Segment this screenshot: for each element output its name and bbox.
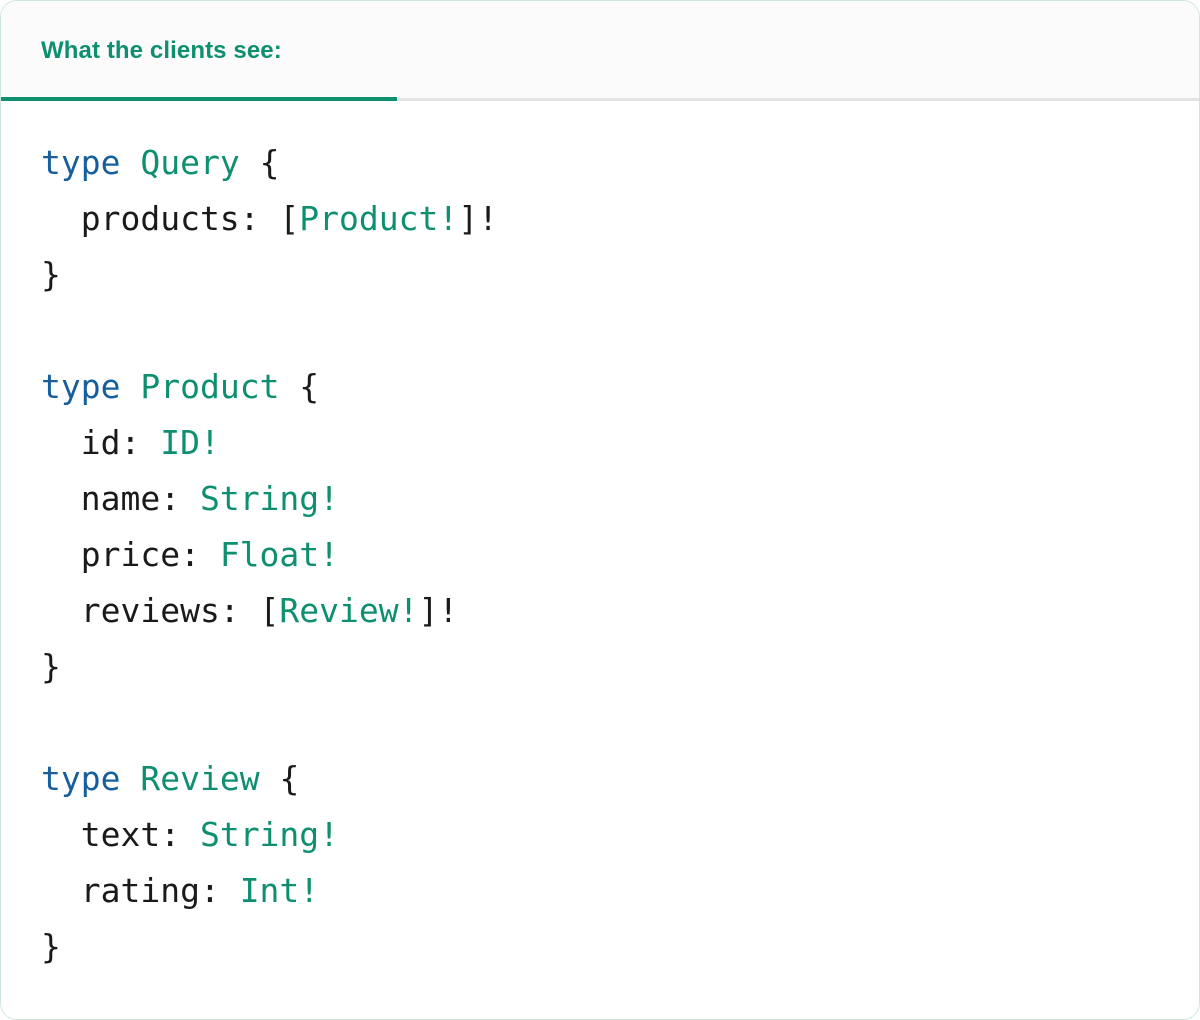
code-line: type Review {: [41, 751, 1199, 807]
code-token: name:: [41, 479, 200, 518]
code-line: type Product {: [41, 359, 1199, 415]
code-token: ]!: [418, 591, 459, 630]
code-token: Product!: [299, 199, 459, 238]
code-token: [120, 367, 140, 406]
code-line: name: String!: [41, 471, 1199, 527]
code-token: Int!: [239, 871, 320, 910]
code-line: type Query {: [41, 135, 1199, 191]
code-token: [120, 759, 140, 798]
code-token: ]!: [458, 199, 498, 238]
code-token: ID!: [160, 423, 220, 462]
code-token: rating:: [41, 871, 240, 910]
code-token: {: [259, 759, 300, 798]
code-line: }: [41, 247, 1199, 303]
code-token: {: [239, 143, 280, 182]
code-token: Review!: [279, 591, 419, 630]
code-token: {: [279, 367, 320, 406]
code-line: [41, 695, 1199, 751]
code-token: text:: [41, 815, 200, 854]
code-line: }: [41, 639, 1199, 695]
code-line: price: Float!: [41, 527, 1199, 583]
code-token: Review: [140, 759, 260, 798]
code-token: price:: [41, 535, 220, 574]
code-line: text: String!: [41, 807, 1199, 863]
code-token: [: [259, 591, 280, 630]
code-line: reviews: [Review!]!: [41, 583, 1199, 639]
code-token: type: [41, 367, 121, 406]
code-token: [: [279, 199, 300, 238]
tab-what-the-clients-see[interactable]: What the clients see:: [1, 1, 397, 101]
code-token: }: [41, 647, 61, 686]
code-token: type: [41, 143, 121, 182]
code-token: Product: [140, 367, 280, 406]
code-token: String!: [199, 479, 340, 518]
code-token: Float!: [219, 535, 340, 574]
tab-strip: What the clients see:: [1, 1, 1199, 101]
tab-label: What the clients see:: [41, 37, 282, 64]
code-line: products: [Product!]!: [41, 191, 1199, 247]
tab-active-underline: [1, 97, 397, 101]
code-token: }: [41, 255, 61, 294]
code-line: }: [41, 919, 1199, 975]
code-token: reviews:: [41, 591, 260, 630]
code-token: Query: [140, 143, 240, 182]
code-token: }: [41, 927, 61, 966]
code-token: type: [41, 759, 121, 798]
code-line: rating: Int!: [41, 863, 1199, 919]
code-line: [41, 303, 1199, 359]
code-block[interactable]: type Query { products: [Product!]!}type …: [1, 101, 1199, 1019]
graphql-schema-code: type Query { products: [Product!]!}type …: [41, 135, 1199, 975]
code-line: id: ID!: [41, 415, 1199, 471]
code-token: String!: [199, 815, 340, 854]
code-token: id:: [41, 423, 161, 462]
code-token: [120, 143, 140, 182]
code-token: products:: [41, 199, 280, 238]
